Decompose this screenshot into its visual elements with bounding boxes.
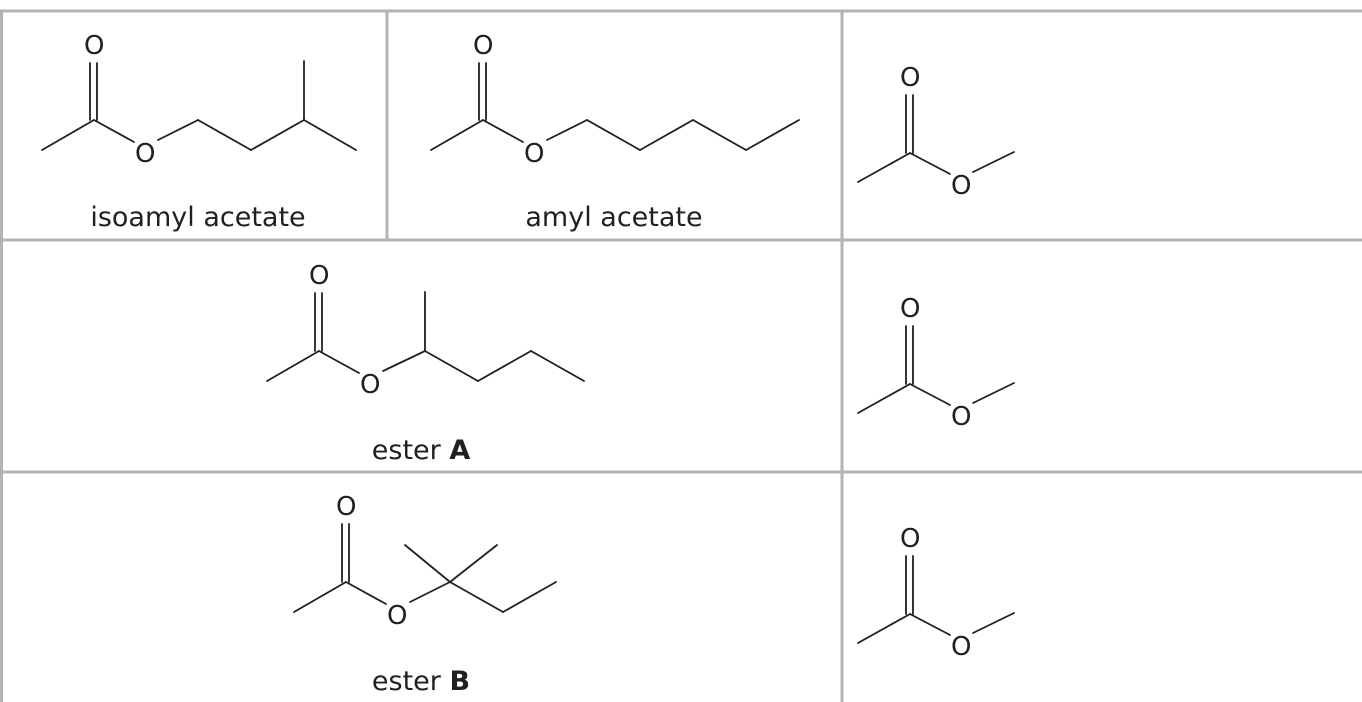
cell-amyl-acetate: O O amyl acetate xyxy=(431,31,799,233)
bond xyxy=(478,351,531,381)
bond xyxy=(973,613,1014,633)
cell-acetate-fragment-3: O O xyxy=(858,524,1014,662)
bond xyxy=(640,120,693,150)
bond xyxy=(450,582,503,612)
bond xyxy=(858,153,910,182)
ester-oxygen-label: O xyxy=(951,632,971,662)
molecule-acetate-fragment xyxy=(858,326,1014,413)
cell-acetate-fragment-1: O O xyxy=(858,63,1014,201)
cell-ester-b: O O ester B xyxy=(294,492,556,697)
molecule-amyl-acetate xyxy=(431,63,799,150)
ester-oxygen-label: O xyxy=(360,370,380,400)
cell-ester-a: O O ester A xyxy=(267,261,584,466)
carbonyl-oxygen-label: O xyxy=(900,63,920,93)
molecule-ester-b xyxy=(294,524,556,612)
molecule-acetate-fragment xyxy=(858,556,1014,643)
bond xyxy=(858,384,910,413)
ester-oxygen-label: O xyxy=(951,402,971,432)
bond xyxy=(410,582,450,602)
caption-ester-a: ester A xyxy=(372,435,471,466)
bond xyxy=(973,383,1014,403)
carbonyl-oxygen-label: O xyxy=(900,294,920,324)
table-grid xyxy=(0,11,1362,702)
bond xyxy=(346,582,386,604)
carbonyl-oxygen-label: O xyxy=(84,31,104,61)
bond xyxy=(910,614,950,635)
bond xyxy=(158,120,198,140)
carbonyl-oxygen-label: O xyxy=(336,492,356,522)
bond xyxy=(267,351,319,381)
bond xyxy=(910,153,950,174)
bond xyxy=(483,120,523,142)
ester-oxygen-label: O xyxy=(524,139,544,169)
carbonyl-oxygen-label: O xyxy=(309,261,329,291)
bond xyxy=(383,351,425,371)
bond xyxy=(319,351,359,373)
bond xyxy=(198,120,251,150)
carbonyl-oxygen-label: O xyxy=(900,524,920,554)
bond xyxy=(587,120,640,150)
bond xyxy=(294,582,346,612)
bond xyxy=(94,120,134,142)
molecule-acetate-fragment xyxy=(858,95,1014,182)
cell-isoamyl-acetate: O O isoamyl acetate xyxy=(42,31,356,233)
bond xyxy=(251,120,304,150)
carbonyl-oxygen-label: O xyxy=(473,31,493,61)
ester-oxygen-label: O xyxy=(135,139,155,169)
bond xyxy=(304,120,356,150)
ester-oxygen-label: O xyxy=(951,171,971,201)
bond xyxy=(405,545,450,582)
bond xyxy=(746,120,799,150)
bond xyxy=(910,384,950,405)
bond xyxy=(547,120,587,140)
bond xyxy=(531,351,584,381)
bond xyxy=(503,582,556,612)
caption-amyl-acetate: amyl acetate xyxy=(525,202,702,233)
molecule-isoamyl-acetate xyxy=(42,61,356,150)
bond xyxy=(973,152,1014,172)
molecule-ester-a xyxy=(267,292,584,381)
bond xyxy=(693,120,746,150)
caption-isoamyl-acetate: isoamyl acetate xyxy=(90,202,305,233)
bond xyxy=(858,614,910,643)
bond xyxy=(425,351,478,381)
bond xyxy=(42,120,94,150)
caption-ester-b: ester B xyxy=(372,666,470,697)
bond xyxy=(450,545,497,582)
cell-acetate-fragment-2: O O xyxy=(858,294,1014,432)
ester-oxygen-label: O xyxy=(387,601,407,631)
bond xyxy=(431,120,483,150)
